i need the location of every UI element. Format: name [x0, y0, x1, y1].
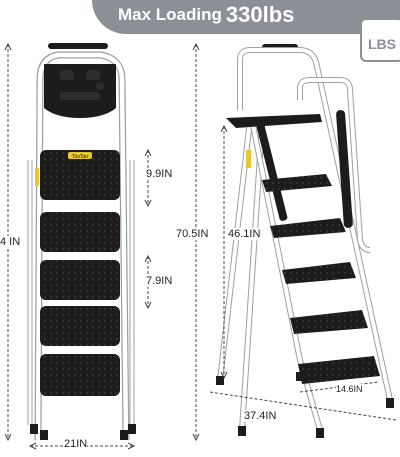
lbs-badge-text: LBS	[368, 36, 396, 52]
side-rail-grip	[256, 123, 288, 221]
dim-width-front: 21IN	[64, 438, 88, 450]
dim-overall-height-front: 4 IN	[0, 236, 21, 248]
dim-platform-height: 46.1IN	[228, 228, 261, 240]
side-foot-4	[316, 428, 324, 438]
dim-step-spacing: 9.9IN	[146, 168, 173, 180]
dim-depth-base: 37.4IN	[244, 410, 277, 422]
front-foot-2	[40, 430, 48, 440]
front-ladder: TooTan	[27, 43, 136, 441]
front-foot-1	[30, 424, 38, 434]
side-step-1	[262, 174, 332, 192]
side-step-3	[282, 262, 356, 284]
lbs-badge: LBS	[360, 18, 400, 62]
max-loading-banner	[92, 0, 400, 34]
max-loading-label: Max Loading	[118, 5, 222, 24]
side-foot-5	[386, 398, 394, 408]
front-safety-label	[35, 168, 39, 186]
dim-step-spacing-lower: 7.9IN	[146, 275, 173, 287]
side-step-5	[298, 356, 380, 384]
side-foot-1	[216, 376, 224, 385]
front-step-3	[40, 260, 120, 300]
side-safety-label	[246, 150, 251, 168]
front-step-2	[40, 212, 120, 252]
dim-overall-height-side: 70.5IN	[176, 228, 209, 240]
front-frame	[35, 52, 129, 441]
side-step-2	[270, 218, 346, 238]
side-ladder	[216, 44, 394, 438]
front-tool-tray	[44, 64, 116, 118]
capacity-value: 330lbs	[225, 2, 295, 27]
front-step-1	[40, 150, 120, 200]
side-handrail-grip	[336, 110, 353, 228]
side-platform	[226, 114, 322, 128]
side-foot-2	[238, 426, 246, 436]
dim-step-width: 14.6IN	[336, 384, 363, 394]
front-step-4	[40, 306, 120, 346]
side-handrail	[298, 78, 371, 252]
side-front-rail	[238, 48, 392, 401]
front-foot-3	[120, 430, 128, 440]
front-foot-4	[128, 424, 136, 434]
brand-tag	[68, 152, 92, 159]
side-step-4	[290, 310, 368, 334]
front-step-5	[40, 354, 120, 396]
brand-tag-text: TooTan	[72, 154, 88, 160]
side-foot-3	[296, 372, 304, 381]
side-rear-leg	[218, 119, 252, 381]
front-top-handle	[48, 43, 108, 49]
